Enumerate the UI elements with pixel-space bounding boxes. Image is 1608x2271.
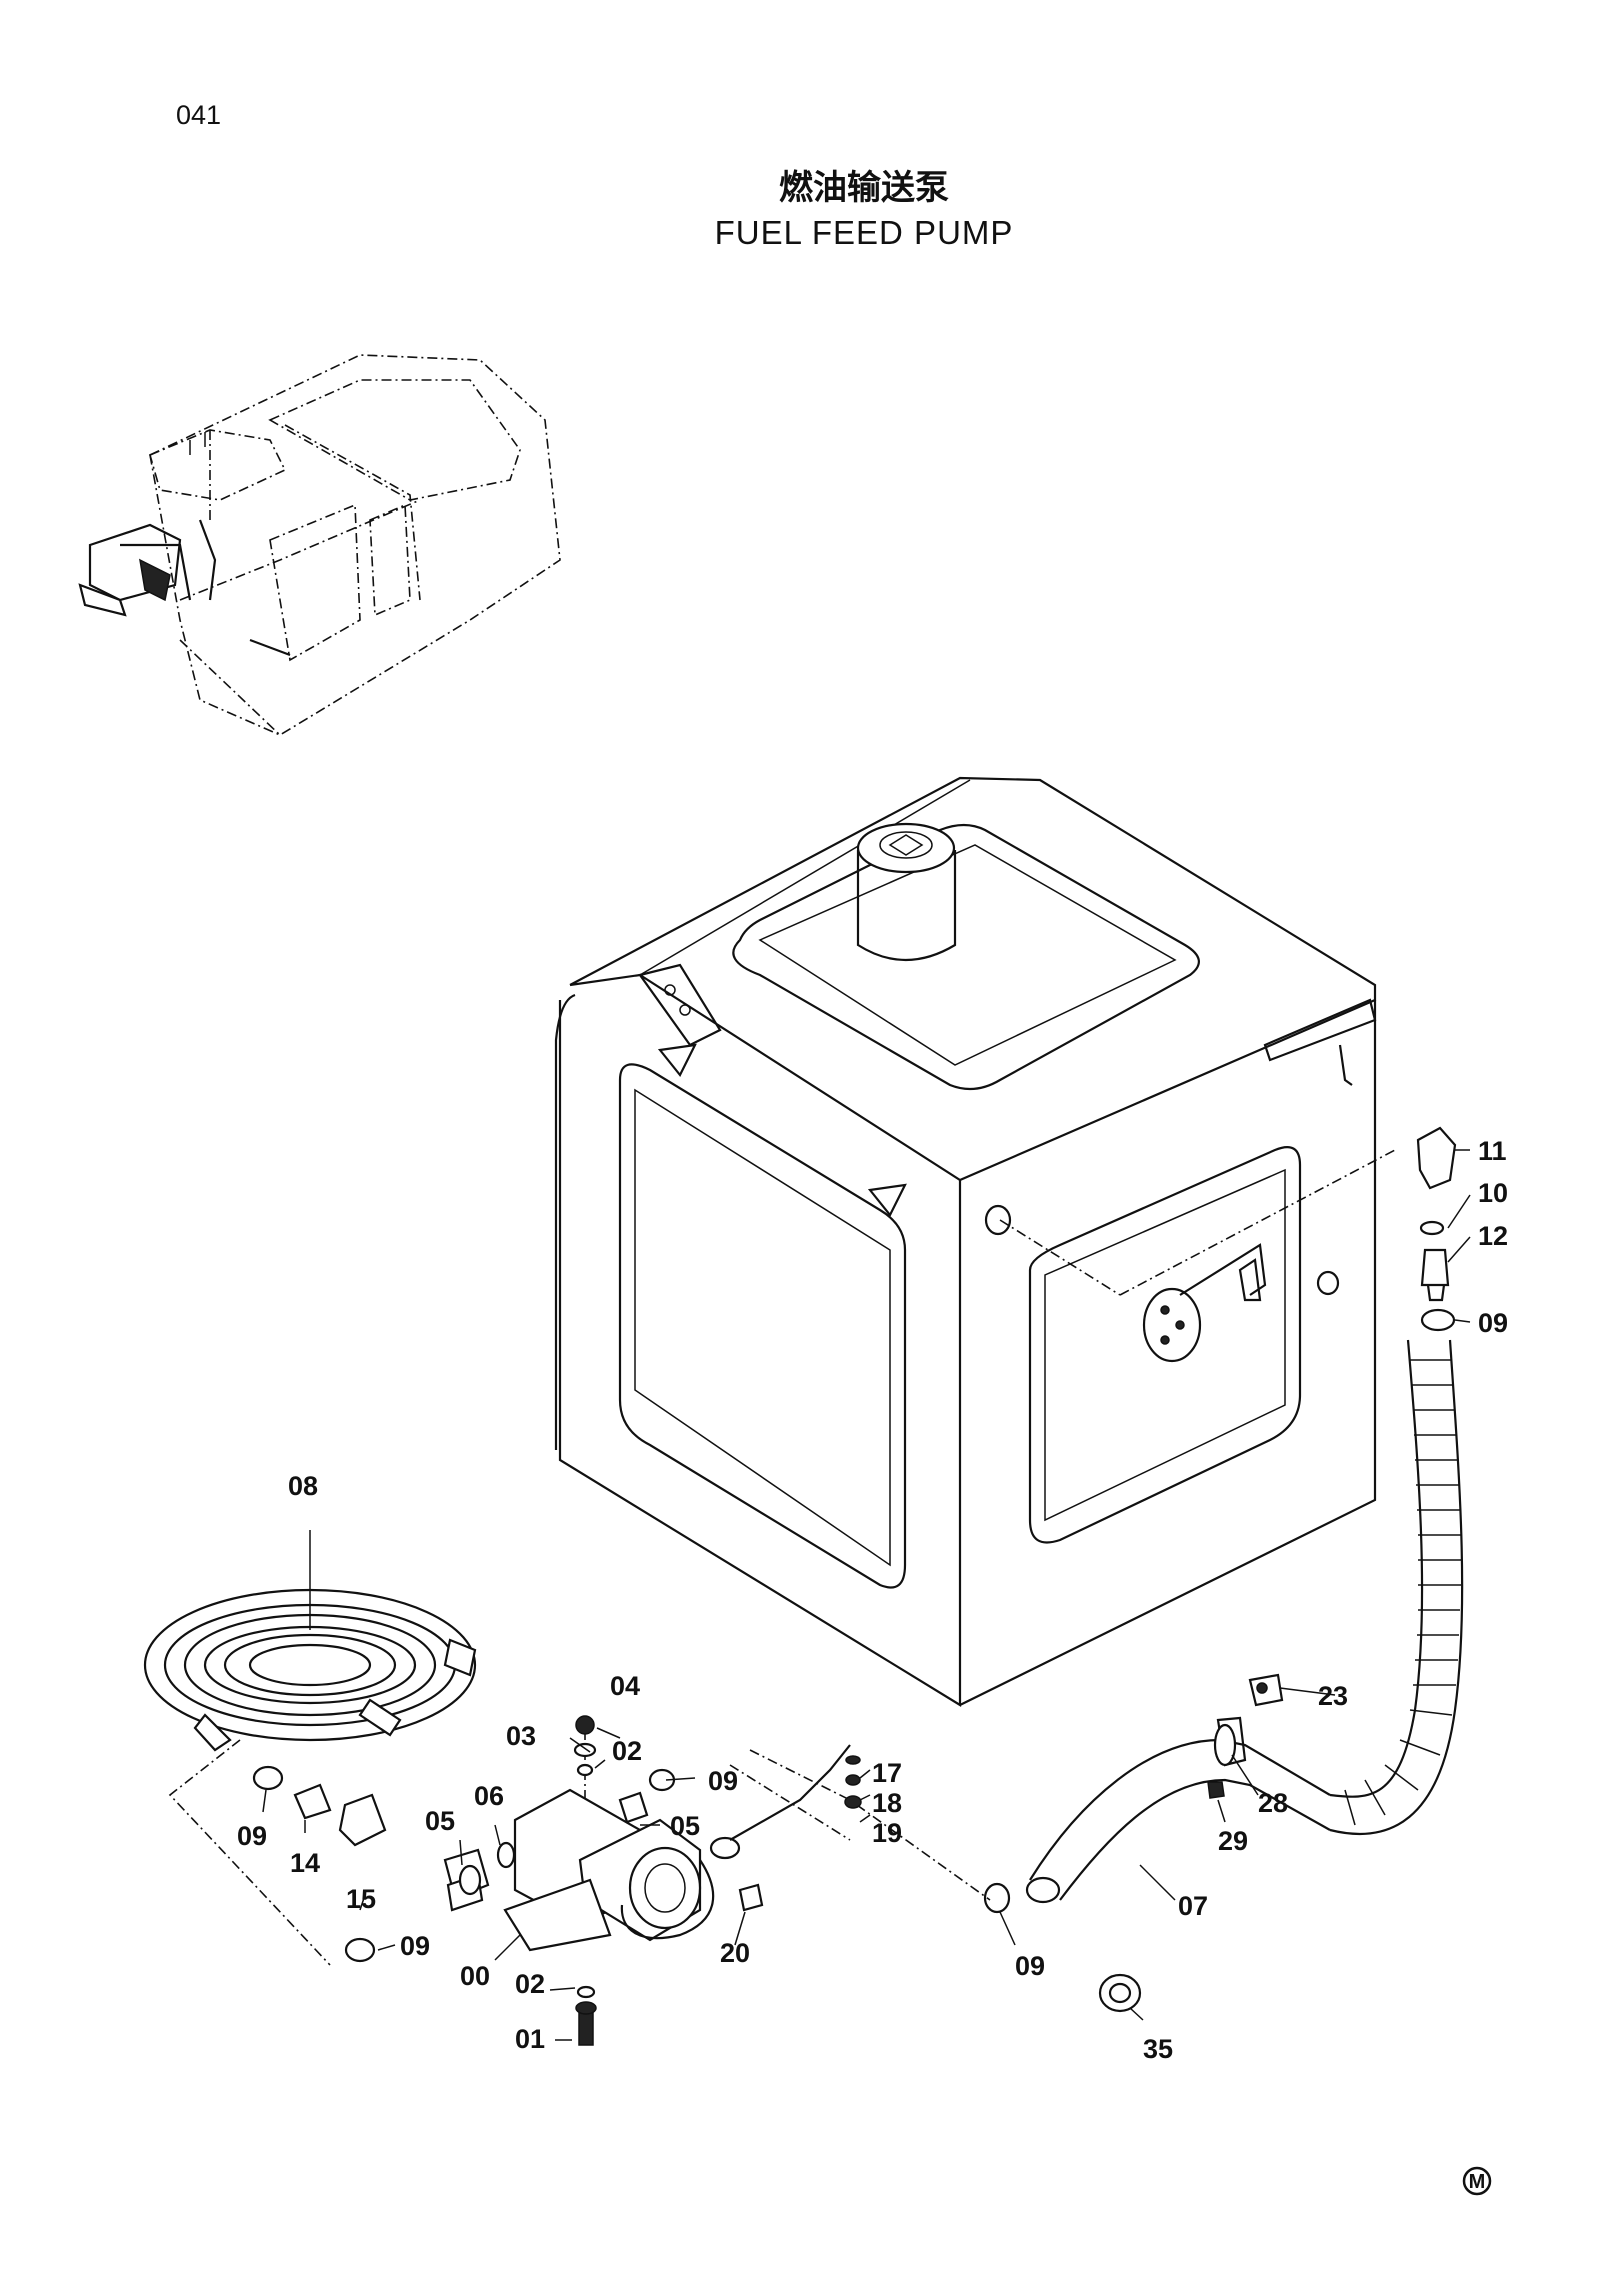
callout-11: 11 [1478,1136,1507,1166]
callout-02-lower: 02 [515,1969,545,1999]
callout-14: 14 [290,1848,320,1878]
corner-mark-letter: M [1469,2171,1486,2193]
callout-04: 04 [610,1671,640,1701]
leader-lines [262,1149,1471,2041]
fuel-pump-illustration [168,1715,991,2046]
callout-00: 00 [460,1961,490,1991]
fuel-tank-illustration [554,776,1396,1707]
callout-02-upper: 02 [612,1736,642,1766]
callout-09-pump: 09 [708,1766,738,1796]
diagram-title-chinese: 燃油输送泵 [779,168,949,208]
page-number: 041 [176,100,222,130]
callout-18: 18 [872,1788,902,1818]
callout-09-bottom: 09 [400,1931,430,1961]
callout-10: 10 [1478,1178,1508,1208]
corner-mark-symbol: M [1462,2166,1492,2196]
hose-assembly-illustration [983,1126,1464,2013]
callout-06: 06 [474,1781,504,1811]
callout-07: 07 [1178,1891,1208,1921]
callout-35: 35 [1143,2034,1173,2064]
machine-overview-illustration [78,354,561,736]
callout-labels: 08 04 03 02 09 06 05 05 09 14 15 09 00 0… [237,1136,1508,2064]
callout-23: 23 [1318,1681,1348,1711]
callout-19: 19 [872,1818,902,1848]
callout-17: 17 [872,1758,902,1788]
callout-15: 15 [346,1884,376,1914]
callout-09-top-right: 09 [1478,1308,1508,1338]
callout-05-right: 05 [670,1811,700,1841]
callout-01: 01 [515,2024,545,2054]
callout-08: 08 [288,1471,318,1501]
callout-05-left: 05 [425,1806,455,1836]
diagram-title-english: FUEL FEED PUMP [714,214,1014,251]
callout-09-left: 09 [237,1821,267,1851]
callout-20: 20 [720,1938,750,1968]
callout-12: 12 [1478,1221,1508,1251]
callout-28: 28 [1258,1788,1288,1818]
callout-29: 29 [1218,1826,1248,1856]
callout-09-hose-end: 09 [1015,1951,1045,1981]
callout-03: 03 [506,1721,536,1751]
